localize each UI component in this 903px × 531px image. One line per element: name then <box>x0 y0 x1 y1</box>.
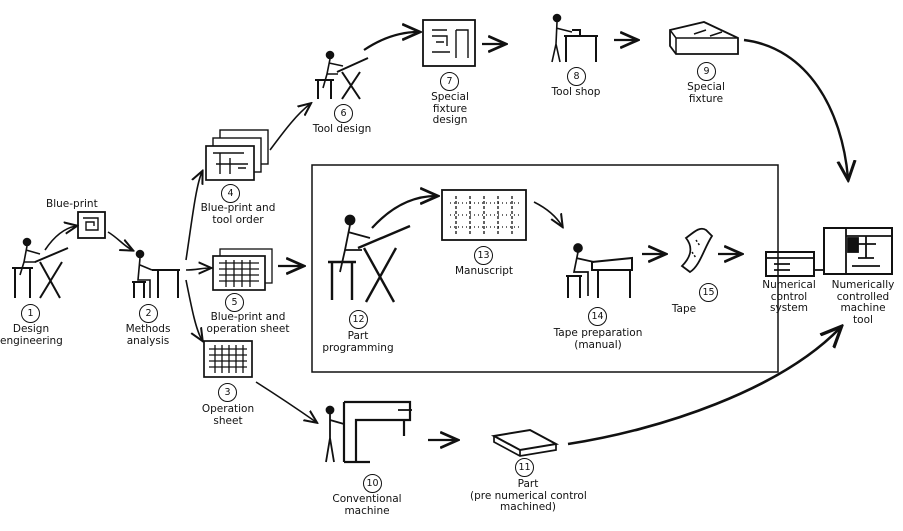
node-14-label: Tape preparation(manual) <box>553 327 643 351</box>
blueprint-operation-sheet-icon <box>212 248 273 291</box>
node-15-label: Tape <box>671 303 697 315</box>
node-13-number: 13 <box>474 246 493 265</box>
node-15-number: 15 <box>699 283 718 302</box>
blueprint-tool-order-icon <box>205 129 269 181</box>
numerical-control-system-icon <box>765 251 815 277</box>
tool-shop-icon <box>551 13 598 63</box>
blueprint-sheet-icon <box>77 211 106 239</box>
blueprint-label: Blue-print <box>46 198 98 210</box>
node-3-number: 3 <box>218 383 237 402</box>
punched-tape-icon <box>680 227 714 274</box>
special-fixture-icon <box>669 21 739 55</box>
nc-machine-tool-icon <box>814 227 893 275</box>
methods-analysis-icon <box>132 249 180 298</box>
part-programming-icon <box>328 214 411 303</box>
node-4-number: 4 <box>221 184 240 203</box>
node-10-number: 10 <box>363 474 382 493</box>
node-2-number: 2 <box>139 304 158 323</box>
manuscript-icon <box>441 189 527 241</box>
node-8-number: 8 <box>567 67 586 86</box>
tool-design-icon <box>315 50 369 100</box>
tape-preparation-icon <box>566 243 633 298</box>
part-workpiece-icon <box>490 428 560 457</box>
conventional-machine-icon <box>325 400 412 464</box>
node-14-number: 14 <box>588 307 607 326</box>
flow-arrows <box>44 32 848 444</box>
node-13-label: Manuscript <box>454 265 514 277</box>
operation-sheet-icon <box>203 340 253 378</box>
node-1-number: 1 <box>21 304 40 323</box>
design-engineering-icon <box>12 237 69 299</box>
node-5-number: 5 <box>225 293 244 312</box>
node-6-number: 6 <box>334 104 353 123</box>
fixture-design-drawing-icon <box>422 19 476 67</box>
node-9-number: 9 <box>697 62 716 81</box>
node-11-number: 11 <box>515 458 534 477</box>
nc-programming-box <box>311 164 779 373</box>
node-7-number: 7 <box>440 72 459 91</box>
node-12-number: 12 <box>349 310 368 329</box>
node-8-label: Tool shop <box>551 86 601 98</box>
node-6-label: Tool design <box>312 123 372 135</box>
